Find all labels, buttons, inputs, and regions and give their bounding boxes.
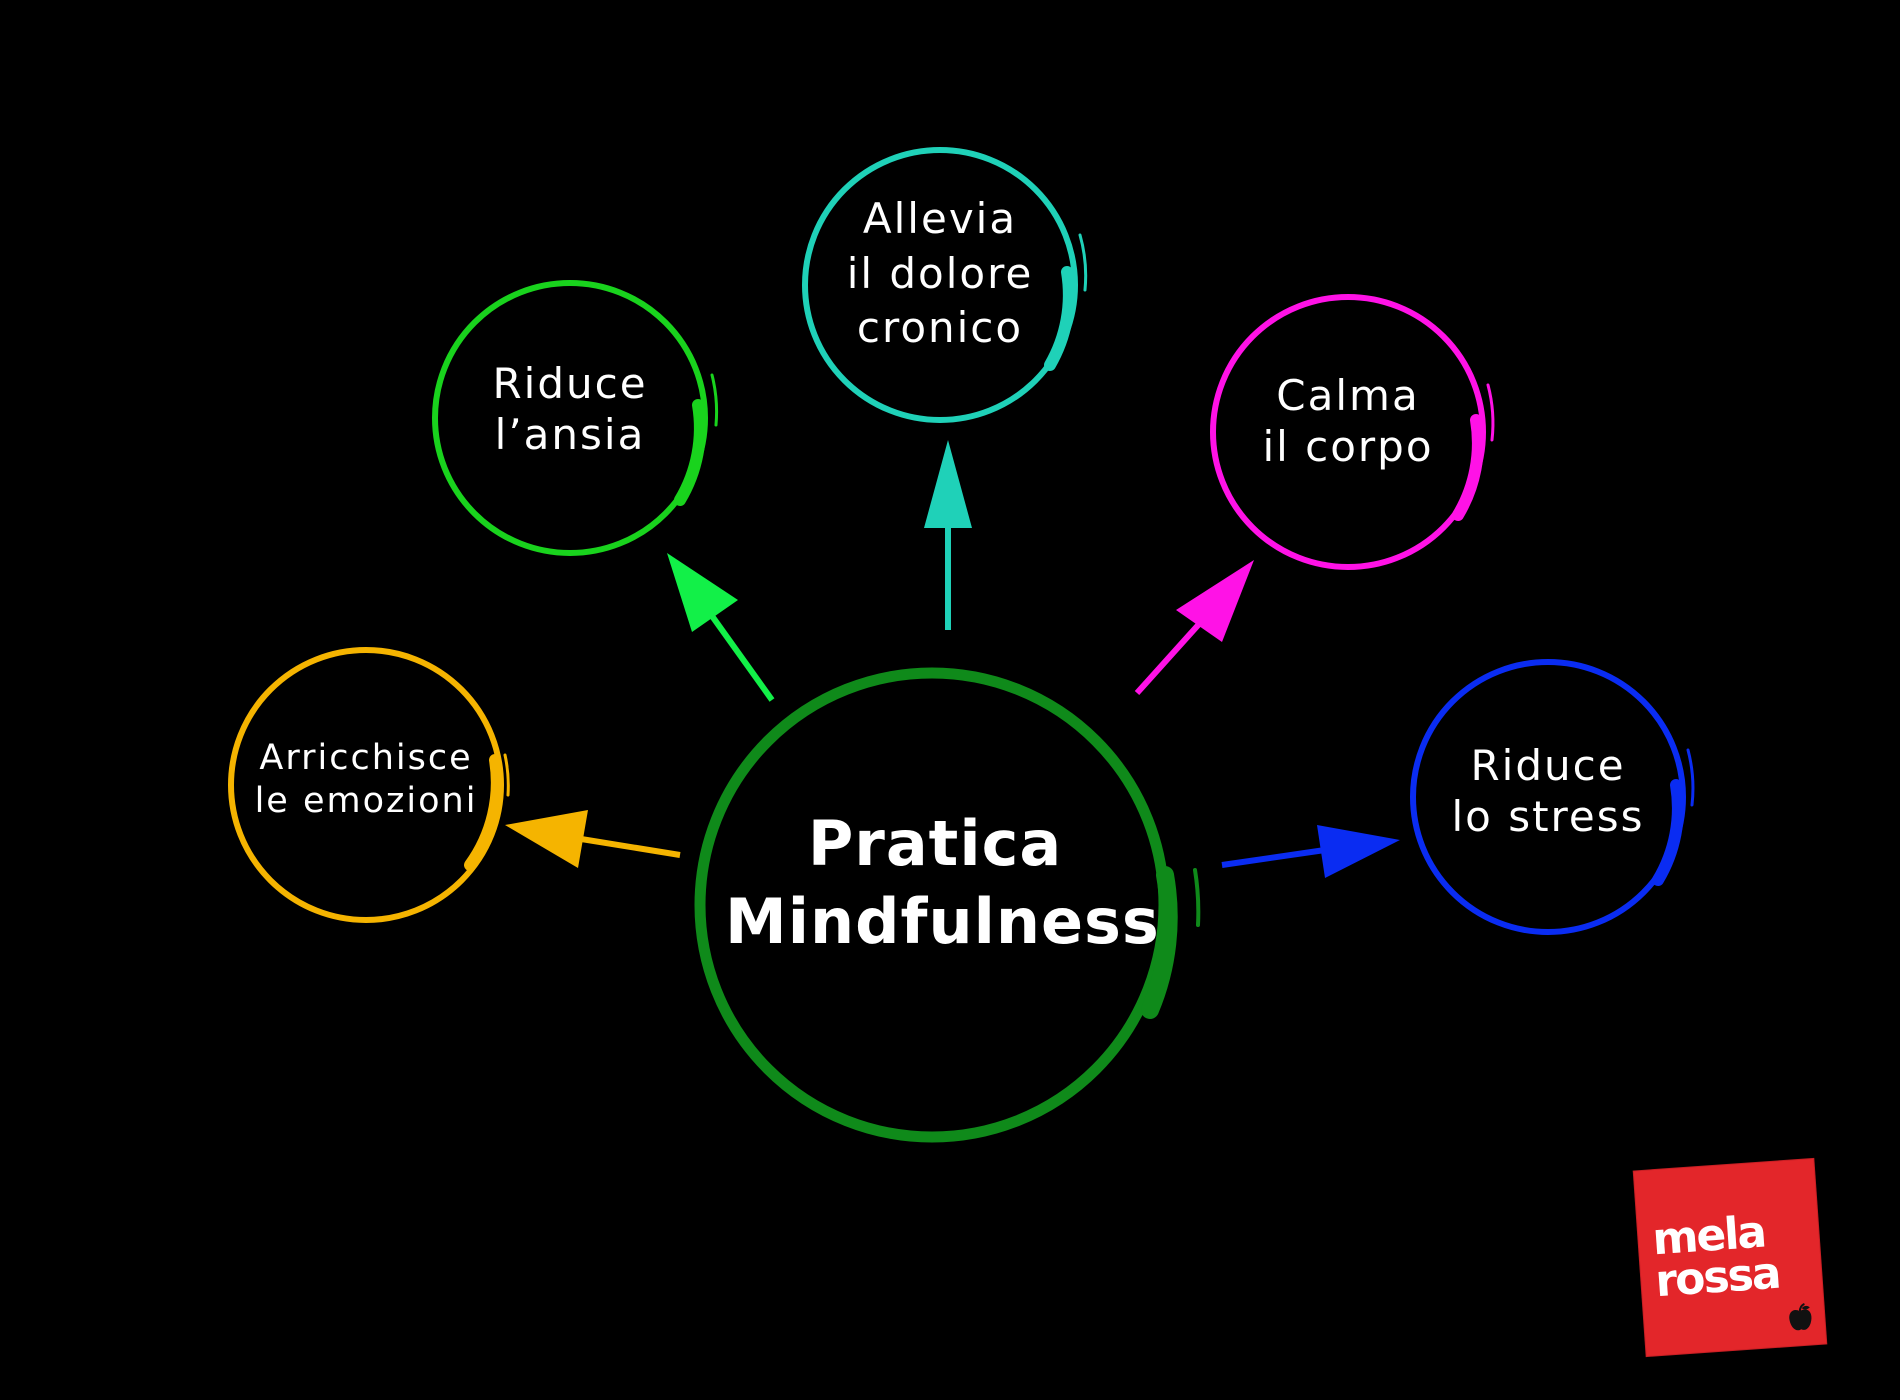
- center-circle: [694, 667, 1201, 1143]
- node-text-line: Riduce: [492, 359, 648, 408]
- node-text-line: cronico: [856, 303, 1024, 353]
- node-text-line: l’ansia: [494, 410, 646, 460]
- center-title-line1: Pratica: [807, 807, 1063, 880]
- node-circle-arricchisce: [228, 647, 510, 923]
- apple-icon: [1789, 1302, 1812, 1331]
- node-text-line: Arricchisce: [259, 738, 473, 778]
- center-label: Pratica Mindfulness: [725, 805, 1160, 961]
- node-text-line: Riduce: [1470, 741, 1626, 790]
- node-text-line: il dolore: [846, 248, 1034, 298]
- logo-word-2: rossa: [1653, 1247, 1781, 1308]
- node-text-line: il corpo: [1262, 422, 1434, 472]
- node-label-allevia: Allevia il dolore cronico: [810, 192, 1070, 356]
- arrow-to-calma: [1134, 560, 1254, 696]
- node-text-line: Allevia: [862, 194, 1018, 243]
- arrow-to-riduce-stress: [1221, 825, 1400, 878]
- node-circle-riduce-stress: [1410, 659, 1695, 935]
- node-label-calma: Calma il corpo: [1218, 370, 1478, 472]
- node-circle-calma: [1210, 294, 1495, 570]
- node-label-riduce-ansia: Riduce l’ansia: [440, 358, 700, 460]
- arrow-to-riduce-ansia: [667, 553, 775, 702]
- arrow-to-arricchisce: [505, 810, 681, 868]
- node-text-line: le emozioni: [254, 780, 478, 821]
- arrow-to-allevia: [924, 440, 972, 630]
- node-label-riduce-stress: Riduce lo stress: [1418, 740, 1678, 842]
- node-text-line: lo stress: [1451, 792, 1645, 842]
- node-text-line: Calma: [1276, 371, 1420, 420]
- node-circle-riduce-ansia: [432, 280, 719, 556]
- melarossa-logo: mela rossa: [1633, 1158, 1827, 1357]
- center-title-line2: Mindfulness: [725, 885, 1160, 959]
- node-circle-allevia: [802, 147, 1088, 423]
- node-label-arricchisce: Arricchisce le emozioni: [236, 737, 496, 822]
